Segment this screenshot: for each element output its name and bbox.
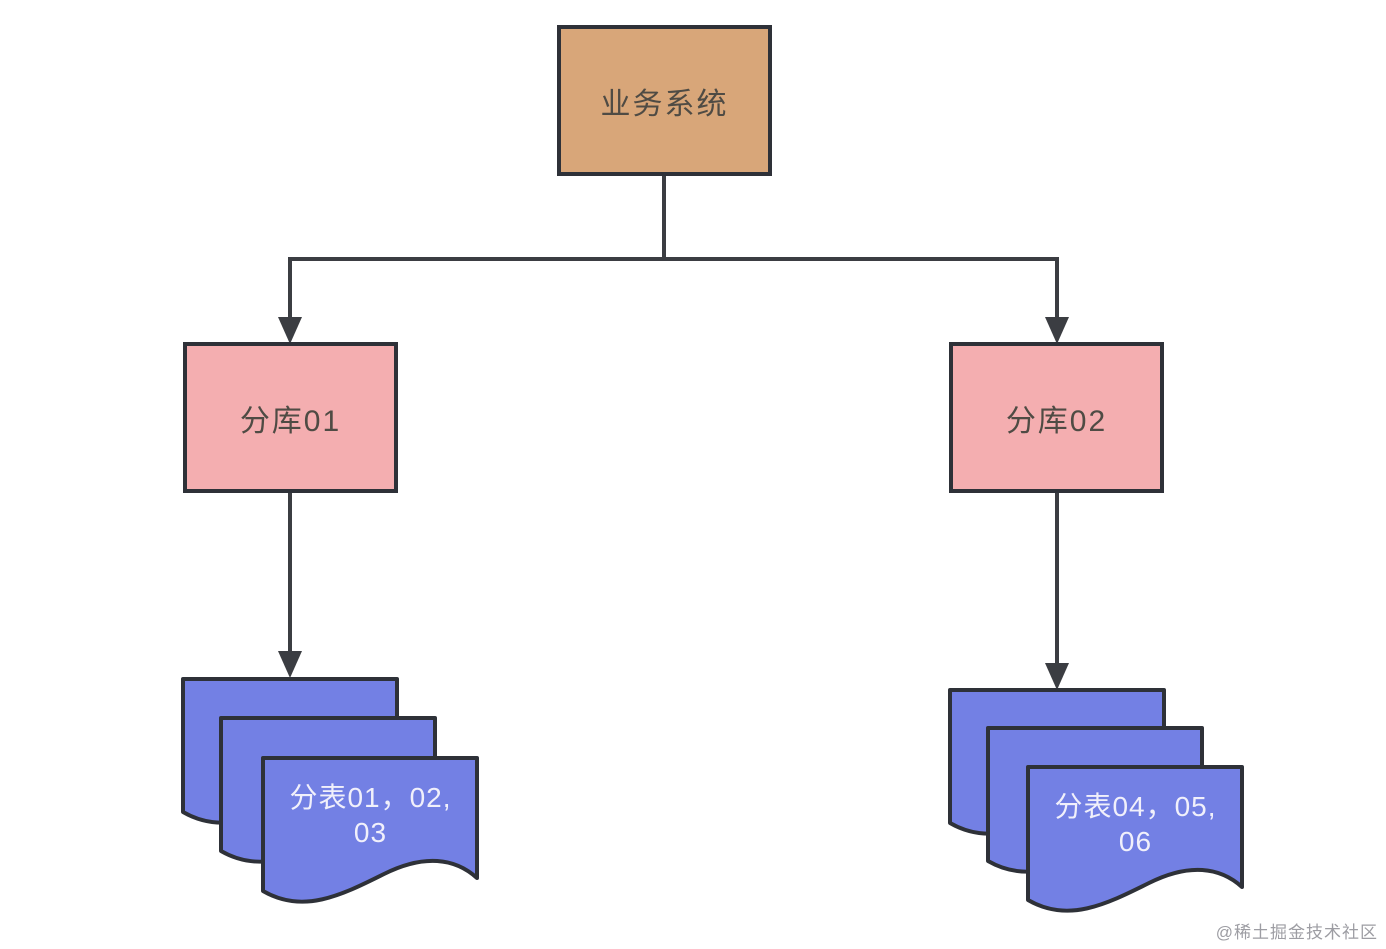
arrowhead-into-db2 [1045, 317, 1069, 344]
connectors [288, 173, 1059, 669]
label-shard-tables-04-06: 分表04，05, 06 [1028, 789, 1243, 859]
arrowhead-into-tables1 [278, 651, 302, 678]
label-shard-tables-04-06-line1: 分表04，05, [1054, 791, 1217, 822]
label-shard-tables-01-03-line2: 03 [353, 817, 388, 848]
node-shard-db-01-label: 分库01 [239, 404, 342, 438]
connector-root-to-branches [288, 173, 1059, 322]
node-business-system: 业务系统 [557, 25, 772, 176]
node-shard-db-02: 分库02 [949, 342, 1164, 493]
label-shard-tables-04-06-line2: 06 [1118, 826, 1153, 857]
arrowheads [278, 317, 1069, 690]
label-shard-tables-01-03: 分表01，02, 03 [263, 780, 478, 850]
node-shard-db-01: 分库01 [183, 342, 398, 493]
arrowhead-into-db1 [278, 317, 302, 344]
arrowhead-into-tables2 [1045, 663, 1069, 690]
label-shard-tables-01-03-line1: 分表01，02, [289, 782, 452, 813]
node-business-system-label: 业务系统 [600, 87, 729, 121]
node-shard-db-02-label: 分库02 [1005, 404, 1108, 438]
watermark: @稀土掘金技术社区 [1215, 923, 1378, 942]
